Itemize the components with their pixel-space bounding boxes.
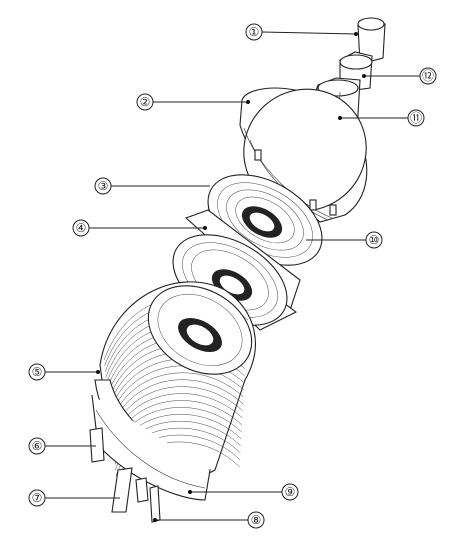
coil-line xyxy=(109,365,245,419)
callout-8: ⑧ xyxy=(153,511,265,529)
callout-6-label: ⑥ xyxy=(32,439,43,453)
callout-4-label: ④ xyxy=(76,221,87,235)
callout-6: ⑥ xyxy=(28,437,96,455)
pins xyxy=(89,427,161,523)
callout-1: ① xyxy=(245,23,358,41)
callout-10-label: ⑩ xyxy=(369,233,380,247)
callout-9-label: ⑨ xyxy=(285,485,296,499)
callout-3: ③ xyxy=(94,177,210,195)
callout-2: ② xyxy=(136,93,250,111)
callout-5: ⑤ xyxy=(28,363,100,381)
callout-11: ⑪ xyxy=(338,109,425,127)
callout-7: ⑦ xyxy=(28,489,120,507)
callout-9: ⑨ xyxy=(188,483,299,501)
callout-3-label: ③ xyxy=(98,179,109,193)
callout-5-label: ⑤ xyxy=(32,365,43,379)
callout-7-label: ⑦ xyxy=(32,491,43,505)
callout-1-label: ① xyxy=(249,25,260,39)
callout-12: ⑫ xyxy=(362,67,437,85)
callout-4: ④ xyxy=(72,219,207,237)
callout-2-label: ② xyxy=(140,95,151,109)
callout-10: ⑩ xyxy=(306,231,383,249)
top-cap-disk xyxy=(239,87,368,223)
callout-11-label: ⑪ xyxy=(410,111,422,125)
callout-12-label: ⑫ xyxy=(422,69,434,83)
callout-8-label: ⑧ xyxy=(251,513,262,527)
bottom-base xyxy=(91,379,211,501)
